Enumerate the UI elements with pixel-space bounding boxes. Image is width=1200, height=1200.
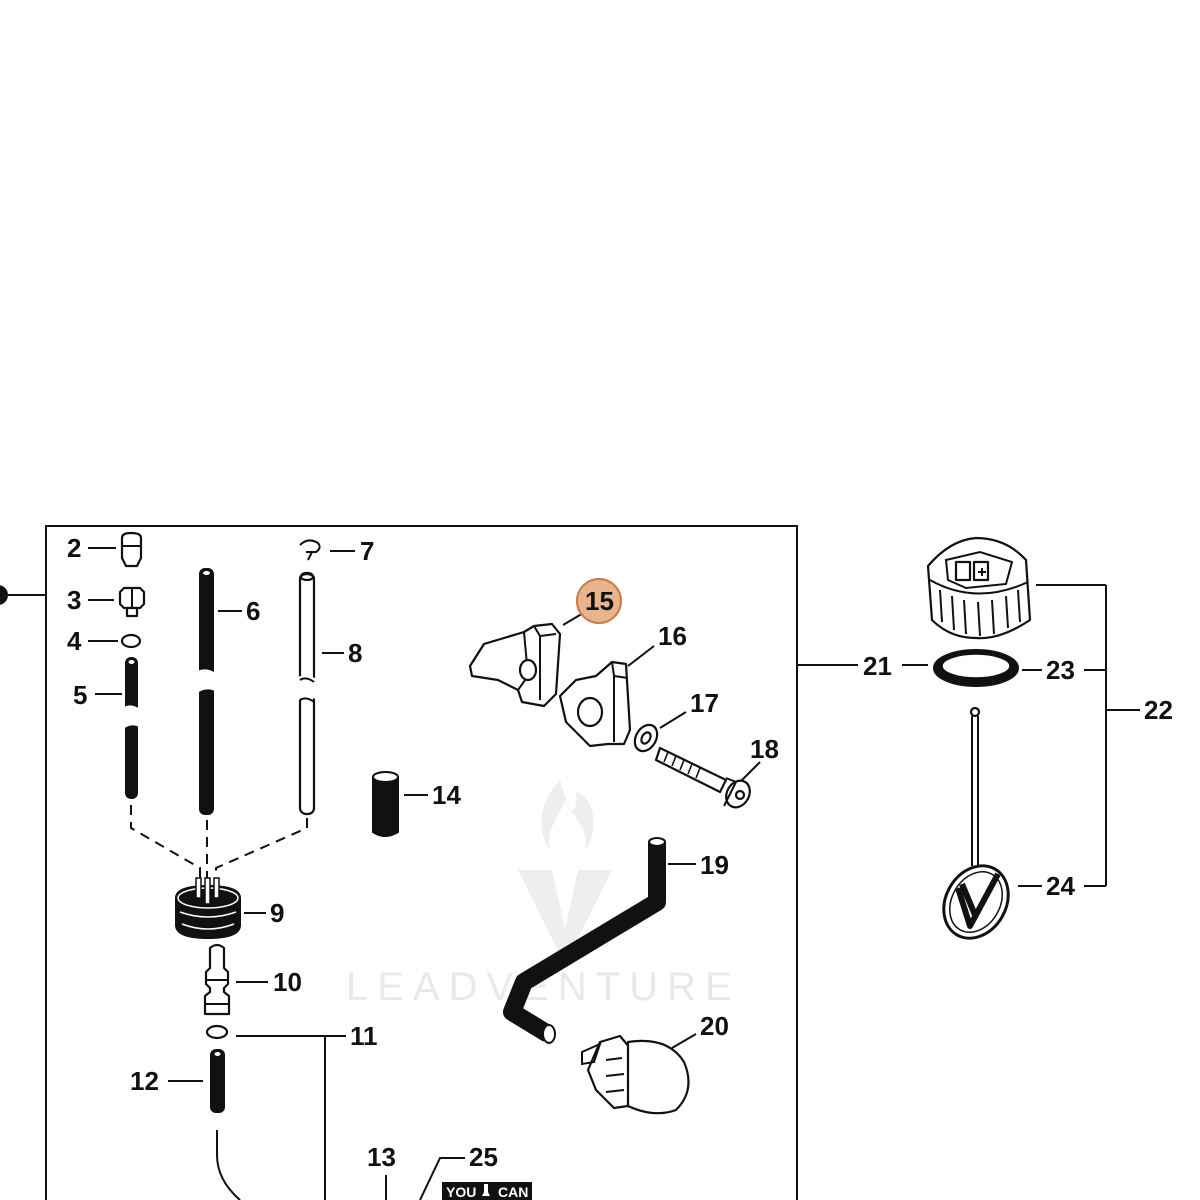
callout-9[interactable]: 9 [270,898,284,928]
callout-17[interactable]: 17 [690,688,719,718]
part-3-nut [118,586,146,618]
highlight-circle-15 [576,578,622,624]
callout-24[interactable]: 24 [1046,871,1075,901]
part-19-hose [503,837,666,1044]
callout-5[interactable]: 5 [73,680,87,710]
badge-right-text: CAN [498,1184,528,1200]
flame-logo-icon [518,780,612,965]
badge-left-text: YOU [446,1184,476,1200]
part-8-tube [296,571,318,816]
part-7-clip [299,539,321,561]
reference-dot [0,585,8,605]
callout-22[interactable]: 22 [1144,695,1173,725]
part-18-screw [654,746,751,809]
part-15-bracket [468,622,562,708]
part-14-sleeve [372,771,399,837]
callout-13[interactable]: 13 [367,1142,396,1172]
part-2-fitting [120,531,143,568]
callout-8[interactable]: 8 [348,638,362,668]
callout-4[interactable]: 4 [67,626,82,656]
part-23-seal [933,649,1019,687]
part-17-washer [633,723,659,753]
callout-25[interactable]: 25 [469,1142,498,1172]
part-4-ring [120,633,142,649]
callout-6[interactable]: 6 [246,596,260,626]
callout-21[interactable]: 21 [863,651,892,681]
wrench-icon [482,1184,490,1196]
assembly-frame [45,525,798,1200]
part-24-fuel-strainer [942,706,1010,940]
part-10-connector [203,943,231,1016]
callout-2[interactable]: 2 [67,533,81,563]
assembly-dashes [130,805,308,885]
callout-15[interactable]: 15 [585,586,614,616]
youcan-badge: YOU CAN [442,1182,532,1200]
part-20-primer-bulb [581,1034,690,1115]
part-5-hose [122,657,141,799]
part-11-o-ring [205,1024,229,1040]
callout-19[interactable]: 19 [700,850,729,880]
callout-18[interactable]: 18 [750,734,779,764]
callout-23[interactable]: 23 [1046,655,1075,685]
callout-12[interactable]: 12 [130,1066,159,1096]
callout-10[interactable]: 10 [273,967,302,997]
callout-11[interactable]: 11 [350,1021,378,1051]
part-9-grommet [175,877,241,940]
part-12-hose [210,1049,241,1200]
callout-16[interactable]: 16 [658,621,687,651]
part-6-hose [196,568,217,815]
callout-7[interactable]: 7 [360,536,374,566]
part-16-clamp [558,660,632,748]
callout-20[interactable]: 20 [700,1011,729,1041]
part-22-fuel-cap [926,536,1032,640]
callout-3[interactable]: 3 [67,585,81,615]
callout-14[interactable]: 14 [432,780,461,810]
